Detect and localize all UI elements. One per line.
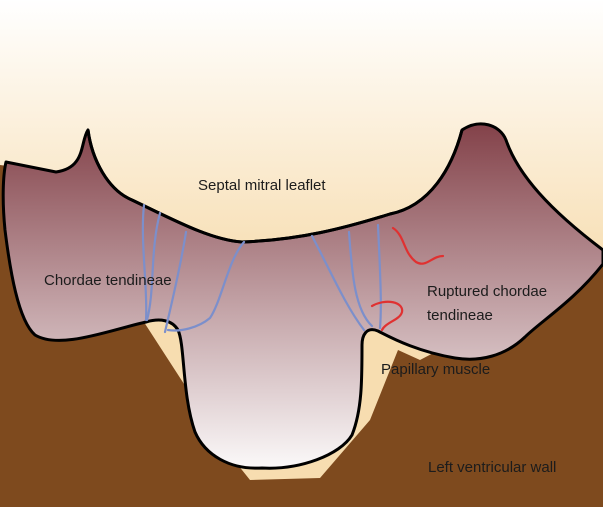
- left-ventricular-wall-label: Left ventricular wall: [428, 459, 556, 477]
- septal-mitral-leaflet-label: Septal mitral leaflet: [198, 177, 326, 195]
- papillary-muscle-label: Papillary muscle: [381, 361, 490, 379]
- ruptured-chordae-label: Ruptured chordae tendineae: [427, 280, 597, 328]
- chordae-tendineae-label: Chordae tendineae: [44, 272, 172, 290]
